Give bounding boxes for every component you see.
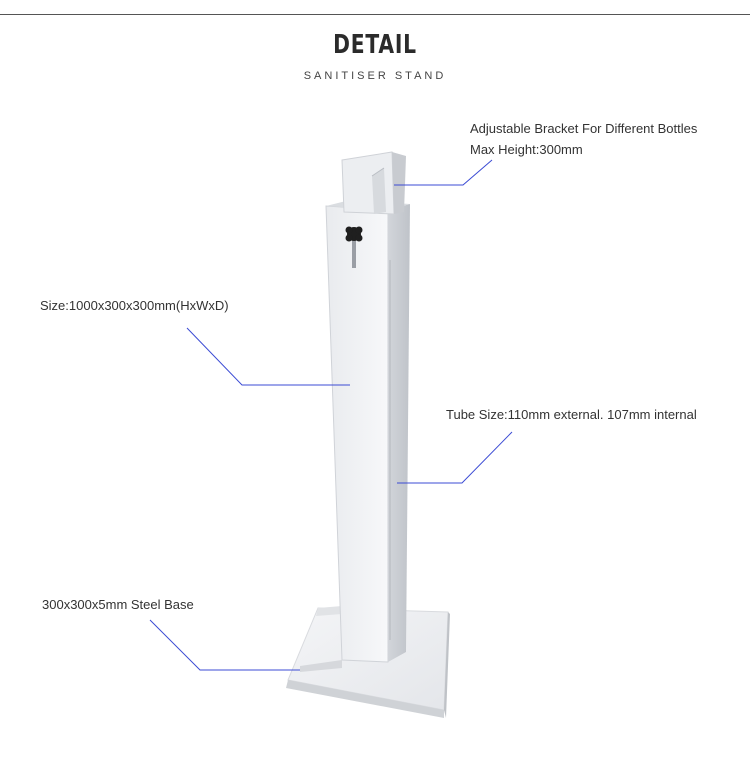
- callout-bracket-line2: Max Height:300mm: [470, 142, 583, 157]
- leader-line-size: [186, 327, 350, 386]
- page-subtitle: SANITISER STAND: [303, 70, 447, 82]
- adjustable-bracket: [341, 151, 406, 215]
- leader-line-bracket: [394, 159, 493, 186]
- callout-bracket-line1: Adjustable Bracket For Different Bottles: [470, 121, 698, 136]
- callout-tube: Tube Size:110mm external. 107mm internal: [446, 407, 697, 422]
- page-title: DETAIL: [333, 30, 417, 60]
- top-divider: [0, 14, 750, 15]
- callout-size: Size:1000x300x300mm(HxWxD): [40, 298, 229, 313]
- leader-line-tube: [397, 431, 513, 484]
- callout-bracket: Adjustable Bracket For Different Bottles…: [470, 118, 697, 160]
- stand-tube: [325, 200, 410, 663]
- knob-icon: [345, 226, 363, 268]
- callout-base: 300x300x5mm Steel Base: [42, 597, 194, 612]
- leader-line-base: [149, 619, 300, 671]
